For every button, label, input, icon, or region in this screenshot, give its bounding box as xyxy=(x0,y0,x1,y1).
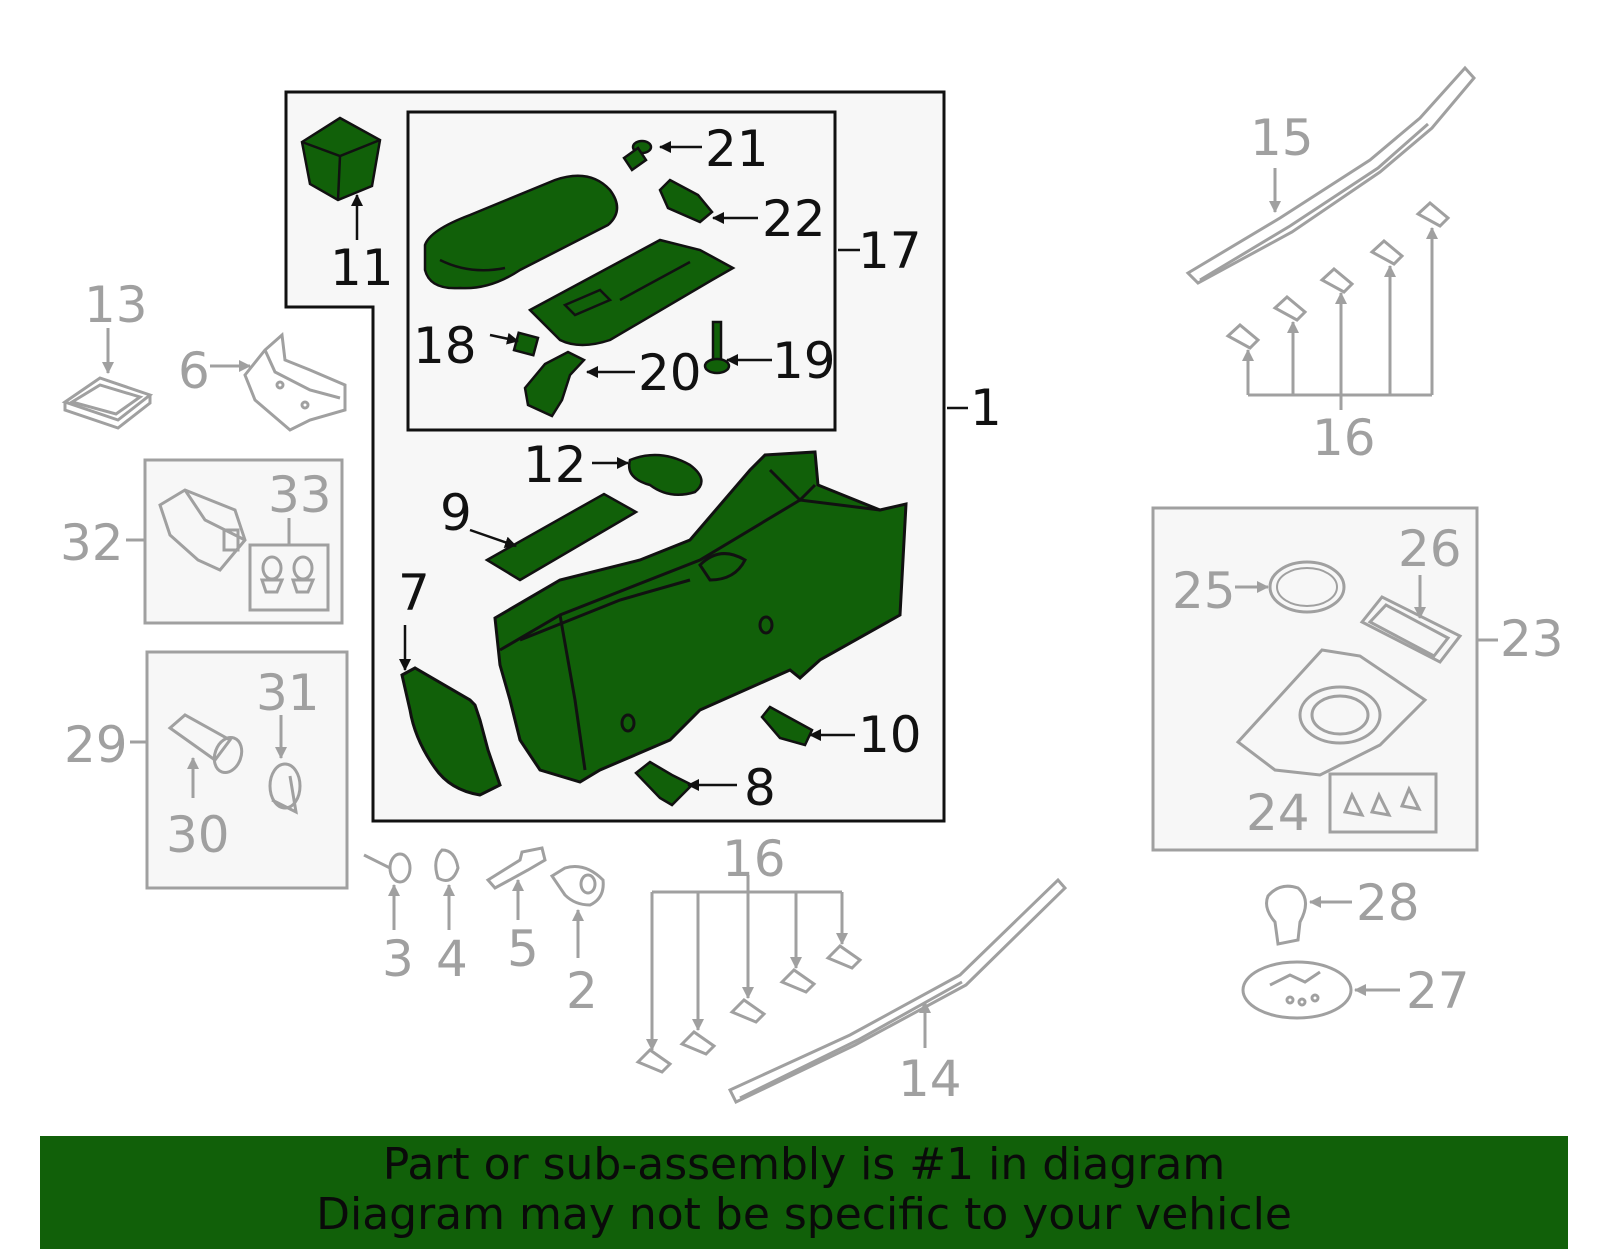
part-13-tray[interactable] xyxy=(61,376,154,430)
callout-15: 15 xyxy=(1250,109,1314,167)
assembly-leaders xyxy=(351,141,968,791)
banner-line-2: Diagram may not be specific to your vehi… xyxy=(316,1189,1292,1240)
callout-27: 27 xyxy=(1406,962,1470,1020)
part-19-bolt[interactable] xyxy=(703,320,731,375)
callout-30: 30 xyxy=(166,806,230,864)
banner-line-1: Part or sub-assembly is #1 in diagram xyxy=(382,1139,1226,1190)
callout-8: 8 xyxy=(744,759,776,817)
callout-16-upper: 16 xyxy=(1312,409,1376,467)
callout-16-lower: 16 xyxy=(722,830,786,888)
part-console-body[interactable] xyxy=(493,450,908,784)
part-30-socket[interactable] xyxy=(167,713,246,776)
part-7-end-panel[interactable] xyxy=(400,666,502,797)
clips-16-lower[interactable] xyxy=(635,944,863,1074)
callout-23: 23 xyxy=(1500,610,1564,668)
callout-19: 19 xyxy=(772,332,836,390)
part-28-knob[interactable] xyxy=(1265,884,1307,946)
part-armrest-inner[interactable] xyxy=(527,238,736,347)
part-2-nut[interactable] xyxy=(549,865,605,907)
part-6-bracket[interactable] xyxy=(243,331,347,432)
part-23-shifter-bezel[interactable] xyxy=(1235,648,1428,777)
part-11-storage-bin[interactable] xyxy=(300,116,382,202)
part-armrest-lid[interactable] xyxy=(423,174,619,290)
part-5-bracket[interactable] xyxy=(485,846,547,890)
part-33-clips[interactable] xyxy=(259,555,316,594)
callout-25: 25 xyxy=(1172,562,1236,620)
box-24 xyxy=(1328,772,1438,834)
callout-13: 13 xyxy=(84,276,148,334)
part-24-clips[interactable] xyxy=(1342,785,1422,817)
part-26-tray[interactable] xyxy=(1359,595,1463,664)
box-23 xyxy=(1151,506,1479,852)
info-banner: Part or sub-assembly is #1 in diagram Di… xyxy=(40,1136,1568,1249)
callout-3: 3 xyxy=(382,930,414,988)
part-9-mat[interactable] xyxy=(484,492,639,582)
callout-5: 5 xyxy=(507,920,539,978)
part-21-screw[interactable] xyxy=(622,139,653,172)
part-3-screw[interactable] xyxy=(363,852,412,884)
callout-32: 32 xyxy=(60,514,124,572)
part-15-trim[interactable] xyxy=(1185,65,1476,285)
callout-33: 33 xyxy=(268,466,332,524)
callout-24: 24 xyxy=(1246,784,1310,842)
callout-6: 6 xyxy=(178,342,210,400)
callout-10: 10 xyxy=(858,706,922,764)
part-4-clip[interactable] xyxy=(434,848,460,882)
callout-1: 1 xyxy=(970,379,1002,437)
callout-26: 26 xyxy=(1398,520,1462,578)
clips-16-upper[interactable] xyxy=(1225,201,1451,350)
box-29 xyxy=(145,650,349,890)
callout-14: 14 xyxy=(898,1050,962,1108)
part-32-switch[interactable] xyxy=(158,488,247,572)
box-33 xyxy=(248,543,330,612)
callout-29: 29 xyxy=(64,716,128,774)
part-20-bracket[interactable] xyxy=(523,350,587,418)
callout-12: 12 xyxy=(523,436,587,494)
part-18-pad[interactable] xyxy=(512,331,540,357)
part-12-cup-mat[interactable] xyxy=(627,453,703,497)
callout-4: 4 xyxy=(436,930,468,988)
callout-7: 7 xyxy=(398,564,430,622)
part-25-ring[interactable] xyxy=(1268,560,1346,614)
callout-17: 17 xyxy=(858,222,922,280)
callout-18: 18 xyxy=(413,317,477,375)
part-31-cap[interactable] xyxy=(268,762,302,815)
callout-2: 2 xyxy=(566,962,598,1020)
callout-31: 31 xyxy=(256,664,320,722)
callout-28: 28 xyxy=(1356,874,1420,932)
part-27-shift-plate[interactable] xyxy=(1241,960,1353,1020)
callout-9: 9 xyxy=(440,484,472,542)
callout-11: 11 xyxy=(330,239,394,297)
callout-21: 21 xyxy=(705,120,769,178)
callout-22: 22 xyxy=(762,190,826,248)
callout-20: 20 xyxy=(638,344,702,402)
